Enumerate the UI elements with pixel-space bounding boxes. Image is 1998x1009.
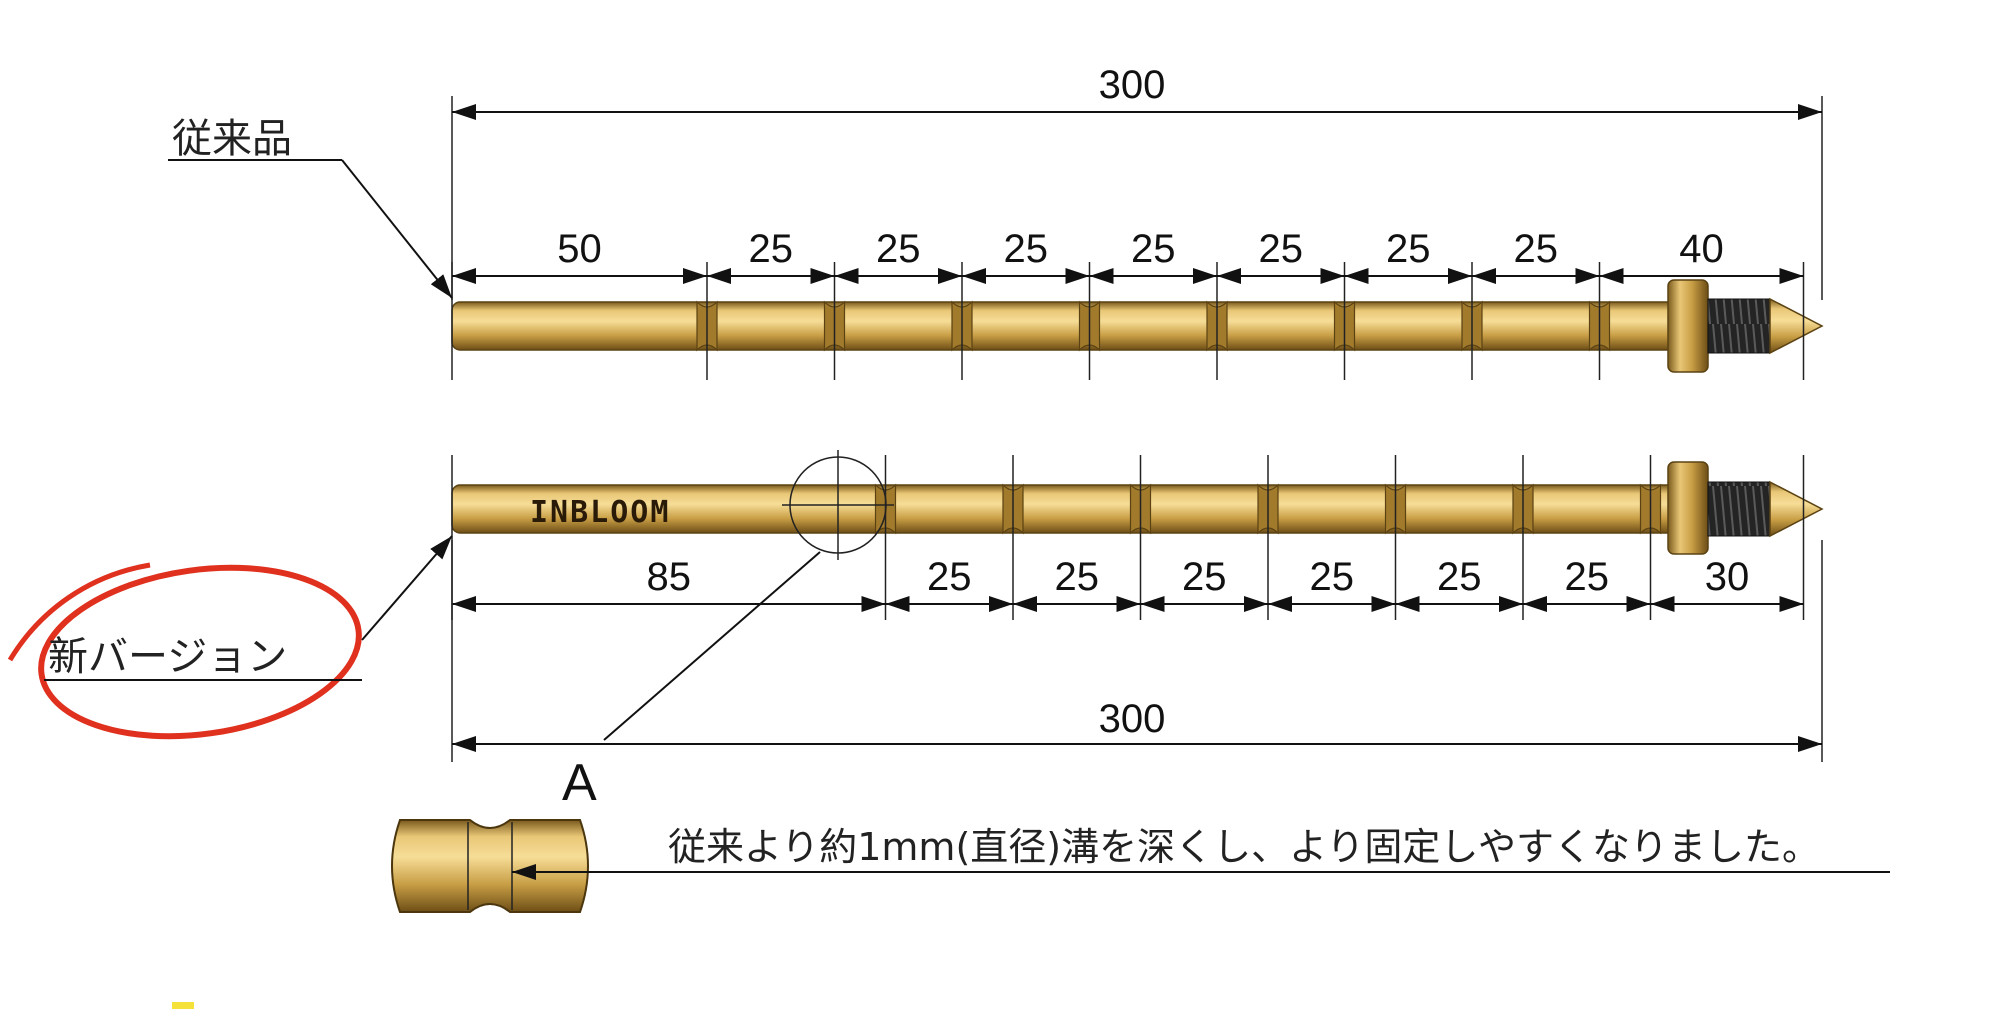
- old-version-callout: 従来品: [168, 116, 453, 299]
- segment-length-text: 25: [1004, 227, 1049, 271]
- segment-length-text: 25: [1055, 555, 1100, 599]
- segment-length-text: 25: [1386, 227, 1431, 271]
- detail-a-view: 従来より約1mm(直径)溝を深くし、より固定しやすくなりました。: [391, 819, 1890, 913]
- old-rod-thread: [1707, 298, 1771, 354]
- old-segment-dimensions: 50 25 25 25 25 25 25 25 40: [451, 227, 1805, 380]
- old-version-label: 従来品: [172, 116, 292, 162]
- old-overall-dimension: 300: [451, 63, 1823, 300]
- detail-note: 従来より約1mm(直径)溝を深くし、より固定しやすくなりました。: [668, 825, 1820, 869]
- new-overall-length-text: 300: [1099, 697, 1166, 741]
- segment-length-text: 40: [1679, 227, 1724, 271]
- new-rod-flange: [1667, 461, 1709, 555]
- old-rod: [451, 279, 1824, 373]
- new-rod-tip: [1769, 480, 1824, 538]
- segment-length-text: 25: [1437, 555, 1482, 599]
- segment-length-text: 25: [1259, 227, 1304, 271]
- segment-length-text: 30: [1705, 555, 1750, 599]
- segment-length-text: 25: [1310, 555, 1355, 599]
- segment-length-text: 25: [1514, 227, 1559, 271]
- segment-length-text: 25: [1182, 555, 1227, 599]
- new-version-label: 新バージョン: [48, 634, 287, 680]
- segment-length-text: 25: [927, 555, 972, 599]
- segment-length-text: 25: [749, 227, 794, 271]
- segment-length-text: 85: [647, 555, 692, 599]
- old-overall-length-text: 300: [1099, 63, 1166, 107]
- highlight-stroke: [7, 562, 151, 662]
- new-rod: INBLOOM: [451, 450, 1824, 560]
- new-segment-dimensions: 85 25 25 25 25 25 25 30: [451, 455, 1805, 620]
- new-rod-thread: [1707, 481, 1771, 537]
- brand-engraving: INBLOOM: [530, 495, 670, 530]
- highlight-ring: [38, 564, 362, 740]
- new-overall-dimension: 300: [451, 540, 1823, 762]
- segment-length-text: 25: [1565, 555, 1610, 599]
- segment-length-text: 25: [876, 227, 921, 271]
- new-version-callout: 新バージョン: [7, 535, 453, 740]
- detail-a-leader: [603, 551, 821, 741]
- detail-a-marker: A: [562, 754, 597, 812]
- old-rod-flange: [1667, 279, 1709, 373]
- segment-length-text: 50: [557, 227, 602, 271]
- segment-length-text: 25: [1131, 227, 1176, 271]
- old-rod-shaft: [451, 301, 1677, 351]
- yellow-mark: [172, 1002, 194, 1009]
- old-rod-tip: [1769, 297, 1824, 355]
